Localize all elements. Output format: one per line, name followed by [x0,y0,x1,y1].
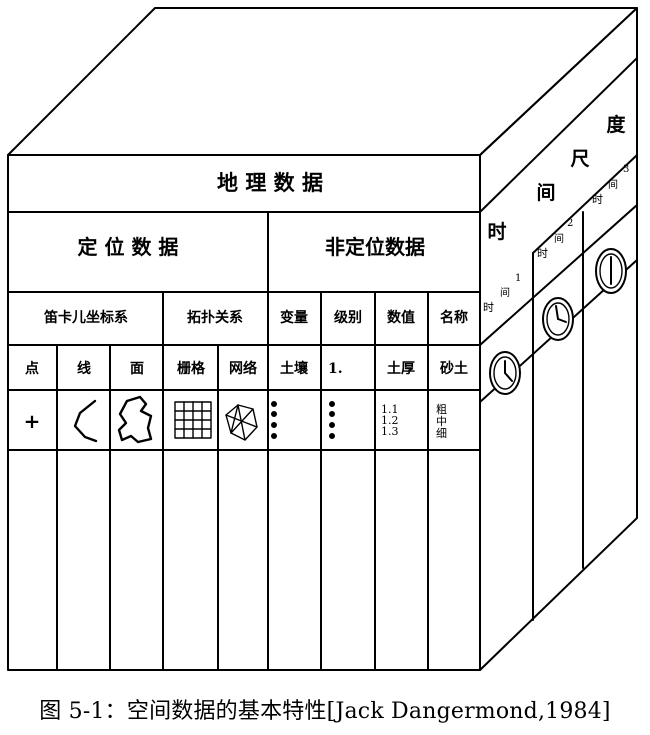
value-1-3: 1.3 [381,425,399,438]
time-slice-2-shi: 时 [537,247,548,260]
figure-caption: 图 5-1：空间数据的基本特性[Jack Dangermond,1984] [39,699,611,724]
level-label: 级别 [334,309,362,326]
cube-side-face [479,7,638,671]
cube-front-face [7,154,481,671]
soil-level-coarse: 粗 [436,403,447,416]
column-area: 面 [130,361,144,377]
clock-icon-2 [542,297,574,341]
time-slice-1-jian: 间 [500,286,510,299]
cartesian-system-label: 笛卡儿坐标系 [43,309,128,326]
value-1-2: 1.2 [381,414,399,427]
time-slice-1-label: 时 间 1 [483,273,521,314]
time-scale-char-3: 尺 [570,148,589,170]
column-level-1: 1. [328,361,343,377]
network-icon [225,404,258,441]
positional-data-label: 定 位 数 据 [78,235,179,259]
cube-top-face [7,7,638,156]
value-1-1: 1.1 [381,403,399,416]
clock-icon-3 [595,248,627,294]
time-scale-char-4: 度 [606,113,626,136]
level-dots [329,401,335,439]
subheader-row: 笛卡儿坐标系 拓扑关系 变量 级别 数值 名称 [43,309,468,326]
time-slice-2-number: 2 [567,218,573,229]
column-network: 网络 [229,360,257,377]
column-soil: 土壤 [280,360,309,377]
column-line: 线 [77,360,91,377]
time-slice-3-number: 3 [623,164,629,175]
topology-label: 拓扑关系 [187,309,243,326]
time-slice-3-label: 时 间 3 [592,164,629,206]
column-soil-thickness: 土厚 [387,360,415,377]
time-slice-2-label: 时 间 2 [537,218,573,260]
time-slice-3-shi: 时 [592,193,603,206]
cube-outline [7,7,638,671]
raster-grid-icon [174,401,212,439]
area-symbol [117,395,153,444]
soil-level-medium: 中 [436,415,447,428]
clock-icon-1 [489,351,521,395]
nonpositional-data-label: 非定位数据 [325,235,425,259]
line-symbol [73,399,98,443]
column-row: 点 线 面 栅格 网络 土壤 1. 土厚 砂土 [25,360,468,377]
column-raster: 栅格 [177,360,206,377]
name-label: 名称 [440,309,468,326]
variable-label: 变量 [280,309,308,326]
time-scale-char-2: 间 [536,182,555,204]
front-grid [7,211,481,671]
geographic-data-title: 地 理 数 据 [217,170,323,195]
time-slice-3-jian: 间 [608,178,618,191]
time-slice-1-number: 1 [515,273,521,284]
time-slice-1-shi: 时 [483,301,494,314]
time-scale-char-1: 时 [487,221,506,243]
value-label: 数值 [387,309,415,326]
column-point: 点 [25,360,39,377]
soil-level-fine: 细 [436,427,447,440]
variable-dots [271,401,277,439]
point-symbol: + [24,409,41,433]
column-sandy-soil: 砂土 [439,360,468,377]
time-slice-2-jian: 间 [554,232,564,245]
